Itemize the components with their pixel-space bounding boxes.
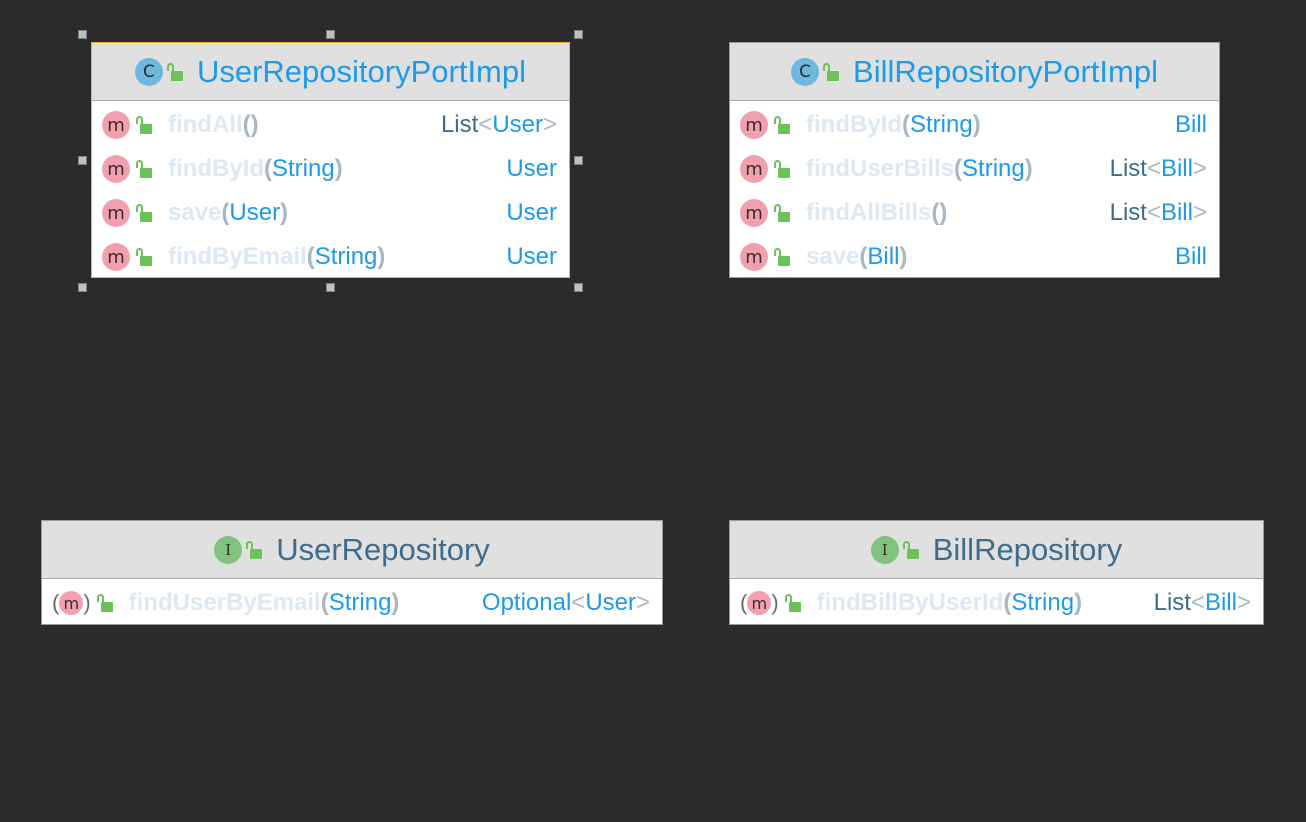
public-lock-icon bbox=[136, 116, 152, 134]
interface-node-user-repository[interactable]: I UserRepository (m) findUserByEmail(Str… bbox=[41, 520, 663, 625]
return-type: User bbox=[506, 155, 557, 182]
return-type: List<Bill> bbox=[1153, 589, 1251, 616]
node-title: UserRepositoryPortImpl bbox=[196, 53, 527, 89]
public-lock-icon bbox=[774, 160, 790, 178]
public-lock-icon bbox=[774, 204, 790, 222]
method-icon: m bbox=[102, 111, 130, 139]
method-icon: m bbox=[102, 243, 130, 271]
method-icon: m bbox=[740, 155, 768, 183]
method-param-type: Bill bbox=[867, 243, 900, 270]
abstract-method-icon: m bbox=[747, 591, 772, 615]
interface-node-bill-repository[interactable]: I BillRepository (m) findBillByUserId(St… bbox=[729, 520, 1264, 625]
member-list: m findAll() List<User> m findById(String… bbox=[92, 101, 569, 281]
method-name: findAll bbox=[168, 111, 243, 138]
public-lock-icon bbox=[774, 116, 790, 134]
return-type: List<Bill> bbox=[1109, 199, 1207, 226]
method-param-type: String bbox=[272, 155, 335, 182]
method-icon: m bbox=[740, 111, 768, 139]
resize-handle-ne[interactable] bbox=[574, 30, 583, 39]
method-param-type: String bbox=[1011, 589, 1075, 616]
method-row[interactable]: m findById(String) Bill bbox=[730, 103, 1219, 147]
return-type: User bbox=[506, 243, 557, 270]
method-row[interactable]: m save(User) User bbox=[92, 191, 569, 235]
method-row[interactable]: m findByEmail(String) User bbox=[92, 235, 569, 279]
member-list: (m) findUserByEmail(String) Optional<Use… bbox=[42, 579, 662, 627]
return-type: Optional<User> bbox=[481, 589, 650, 616]
node-header: C UserRepositoryPortImpl bbox=[92, 43, 569, 101]
class-node-user-repository-port-impl[interactable]: C UserRepositoryPortImpl m findAll() Lis… bbox=[91, 42, 570, 278]
class-kind-icon: C bbox=[791, 57, 820, 86]
node-title: BillRepository bbox=[932, 531, 1123, 567]
method-param-type: User bbox=[229, 199, 281, 226]
resize-handle-w[interactable] bbox=[78, 156, 87, 165]
method-icon: m bbox=[740, 199, 768, 227]
resize-handle-n[interactable] bbox=[326, 30, 335, 39]
abstract-method-icon: m bbox=[59, 591, 84, 615]
method-name: findBillByUserId bbox=[816, 589, 1004, 616]
method-icon: m bbox=[102, 199, 130, 227]
node-title: BillRepositoryPortImpl bbox=[853, 53, 1158, 89]
node-header: I UserRepository bbox=[42, 521, 662, 579]
method-row[interactable]: m findAll() List<User> bbox=[92, 103, 569, 147]
class-node-bill-repository-port-impl[interactable]: C BillRepositoryPortImpl m findById(Stri… bbox=[729, 42, 1220, 278]
public-lock-icon bbox=[136, 248, 152, 266]
method-row[interactable]: m save(Bill) Bill bbox=[730, 235, 1219, 279]
method-row[interactable]: m findUserBills(String) List<Bill> bbox=[730, 147, 1219, 191]
method-name: findById bbox=[806, 111, 902, 138]
method-row[interactable]: m findById(String) User bbox=[92, 147, 569, 191]
public-lock-icon bbox=[902, 540, 919, 559]
public-lock-icon bbox=[246, 540, 263, 559]
public-lock-icon bbox=[136, 204, 152, 222]
method-param-type: String bbox=[328, 589, 392, 616]
return-type: Bill bbox=[1174, 111, 1207, 138]
return-type: Bill bbox=[1174, 243, 1207, 270]
method-param-type: String bbox=[962, 155, 1025, 182]
method-name: findAllBills bbox=[806, 199, 932, 226]
return-type: List<Bill> bbox=[1109, 155, 1207, 182]
member-list: (m) findBillByUserId(String) List<Bill> bbox=[730, 579, 1263, 627]
public-lock-icon bbox=[823, 62, 840, 81]
node-title: UserRepository bbox=[276, 531, 490, 567]
method-param-type: String bbox=[314, 243, 378, 270]
class-kind-icon: C bbox=[134, 57, 163, 86]
resize-handle-nw[interactable] bbox=[78, 30, 87, 39]
method-icon: m bbox=[102, 155, 130, 183]
method-name: save bbox=[806, 243, 860, 270]
method-name: findUserBills bbox=[806, 155, 955, 182]
member-list: m findById(String) Bill m findUserBills(… bbox=[730, 101, 1219, 281]
public-lock-icon bbox=[136, 160, 152, 178]
node-header: I BillRepository bbox=[730, 521, 1263, 579]
method-name: findById bbox=[168, 155, 264, 182]
return-type: List<User> bbox=[440, 111, 557, 138]
node-header: C BillRepositoryPortImpl bbox=[730, 43, 1219, 101]
method-icon: m bbox=[740, 243, 768, 271]
public-lock-icon bbox=[166, 62, 183, 81]
resize-handle-se[interactable] bbox=[574, 283, 583, 292]
method-row[interactable]: (m) findUserByEmail(String) Optional<Use… bbox=[52, 589, 650, 616]
interface-kind-icon: I bbox=[870, 535, 899, 564]
resize-handle-e[interactable] bbox=[574, 156, 583, 165]
method-name: findByEmail bbox=[168, 243, 307, 270]
interface-kind-icon: I bbox=[214, 535, 243, 564]
method-row[interactable]: (m) findBillByUserId(String) List<Bill> bbox=[740, 589, 1251, 616]
method-name: save bbox=[168, 199, 222, 226]
resize-handle-s[interactable] bbox=[326, 283, 335, 292]
public-lock-icon bbox=[774, 248, 790, 266]
method-param-type: String bbox=[910, 111, 973, 138]
method-row[interactable]: m findAllBills() List<Bill> bbox=[730, 191, 1219, 235]
return-type: User bbox=[506, 199, 557, 226]
public-lock-icon bbox=[96, 594, 113, 612]
public-lock-icon bbox=[784, 594, 801, 612]
method-name: findUserByEmail bbox=[128, 589, 321, 616]
resize-handle-sw[interactable] bbox=[78, 283, 87, 292]
